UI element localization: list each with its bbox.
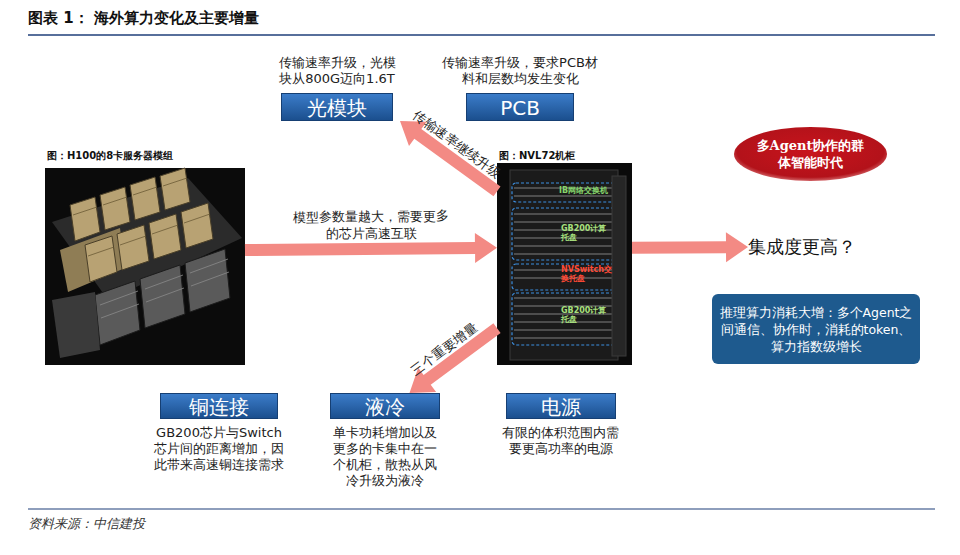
outcome-text: 集成度更高？ [748, 232, 898, 262]
block-arrow [632, 232, 748, 262]
rack-part-label: GB200计算托盘 [561, 306, 611, 324]
increment-description: 有限的体积范围内需要更高功率的电源 [497, 425, 625, 457]
increment-description: GB200芯片与Switch芯片间的距离增加，因此带来高速铜连接需求 [151, 425, 287, 473]
arrow-label: 模型参数量越大，需要更多的芯片高速互联 [287, 207, 455, 242]
rack-part-label: GB200计算托盘 [561, 224, 611, 242]
blue-banner: 铜连接 [160, 393, 278, 419]
blue-banner: 光模块 [281, 93, 393, 121]
increment-box: 传输速率升级，光模块从800G迈向1.6T 光模块 [262, 55, 412, 121]
source-caption: 资料来源：中信建投 [28, 515, 145, 533]
increment-description: 传输速率升级，光模块从800G迈向1.6T [273, 55, 401, 87]
source-rule [28, 508, 935, 509]
info-box: 推理算力消耗大增：多个Agent之间通信、协作时，消耗的token、算力指数级增… [712, 294, 920, 364]
increment-box: 单卡功耗增加以及更多的卡集中在一个机柜，散热从风冷升级为液冷 液冷 [322, 393, 447, 493]
rack-picture: 图：NVL72机柜 IB网络交换机 GB200计算托盘 NVSwitch交换托盘 GB2… [497, 148, 632, 365]
picture-caption: 图：NVL72机柜 [499, 149, 575, 163]
blue-banner: 电源 [506, 393, 616, 419]
ellipse-shape [733, 126, 888, 182]
increment-box: 传输速率升级，要求PCB材料和层数均发生变化 PCB [430, 55, 610, 121]
h100-module-picture [45, 168, 245, 365]
theme-ellipse: 多Agent协作的群体智能时代 [733, 126, 888, 182]
rack-part-label: NVSwitch交换托盘 [561, 265, 613, 283]
increment-description: 传输速率升级，要求PCB材料和层数均发生变化 [440, 55, 600, 87]
blue-banner: 液冷 [330, 393, 440, 419]
nvl72-rack-picture [497, 163, 632, 365]
increment-description: 单卡功耗增加以及更多的卡集中在一个机柜，散热从风冷升级为液冷 [329, 425, 441, 489]
ellipse-text: 多Agent协作的群体智能时代 [751, 137, 870, 171]
arrow-label: 三个重要增量 [408, 318, 481, 378]
chart-title: 图表 1： 海外算力变化及主要增量 [28, 9, 259, 28]
increment-box: 有限的体积范围内需要更高功率的电源 电源 [488, 393, 633, 493]
info-box-text: 推理算力消耗大增：多个Agent之间通信、协作时，消耗的token、算力指数级增… [718, 304, 914, 355]
server-module-picture: 图：H100的8卡服务器模组 [45, 148, 245, 365]
title-rule [28, 34, 935, 36]
blue-banner: PCB [466, 93, 574, 121]
ellipse-fill [734, 127, 887, 181]
rack-part-label: IB网络交换机 [559, 186, 611, 195]
outcome-text-line: 集成度更高？ [748, 235, 856, 259]
picture-caption: 图：H100的8卡服务器模组 [47, 149, 173, 163]
increment-box: GB200芯片与Switch芯片间的距离增加，因此带来高速铜连接需求 铜连接 [145, 393, 293, 493]
